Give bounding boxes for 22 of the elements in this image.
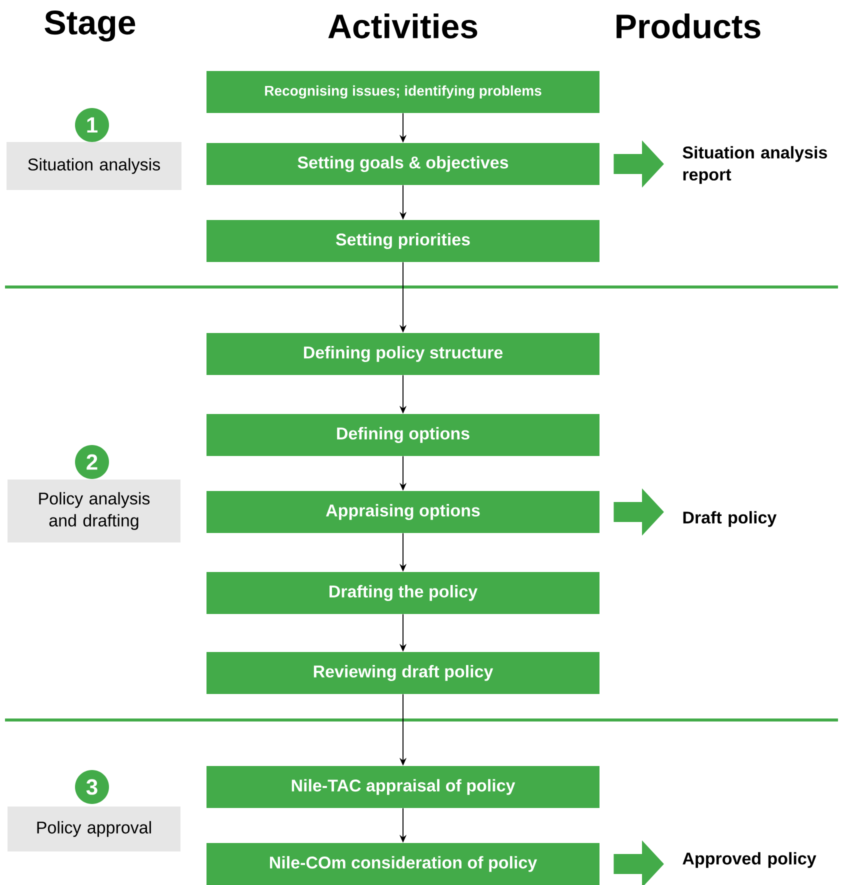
- stage-number: 1: [75, 108, 109, 142]
- activity-box: Setting goals & objectives: [206, 143, 600, 185]
- product-label: Approved policy: [682, 852, 816, 868]
- product-label: Situation analysis report: [682, 146, 827, 184]
- stage-box: Situation analysis: [6, 142, 182, 190]
- column-heading: Activities: [328, 14, 478, 38]
- column-heading: Products: [616, 14, 760, 38]
- activity-box: Recognising issues; identifying problems: [206, 70, 600, 113]
- activity-box: Drafting the policy: [206, 572, 600, 614]
- activity-box: Defining policy structure: [206, 333, 600, 375]
- stage-number: 3: [75, 770, 109, 804]
- activity-box: Reviewing draft policy: [206, 652, 600, 694]
- activity-box: Nile-COm consideration of policy: [206, 843, 600, 885]
- stage-number: 2: [75, 445, 109, 479]
- activity-box: Nile-TAC appraisal of policy: [206, 766, 600, 808]
- column-heading: Stage: [44, 10, 136, 42]
- activity-box: Appraising options: [206, 491, 600, 533]
- activity-box: Defining options: [206, 414, 600, 456]
- activity-box: Setting priorities: [206, 220, 600, 262]
- product-label: Draft policy: [683, 511, 777, 527]
- stage-box: Policy analysis and drafting: [8, 480, 180, 542]
- stage-box: Policy approval: [8, 806, 180, 852]
